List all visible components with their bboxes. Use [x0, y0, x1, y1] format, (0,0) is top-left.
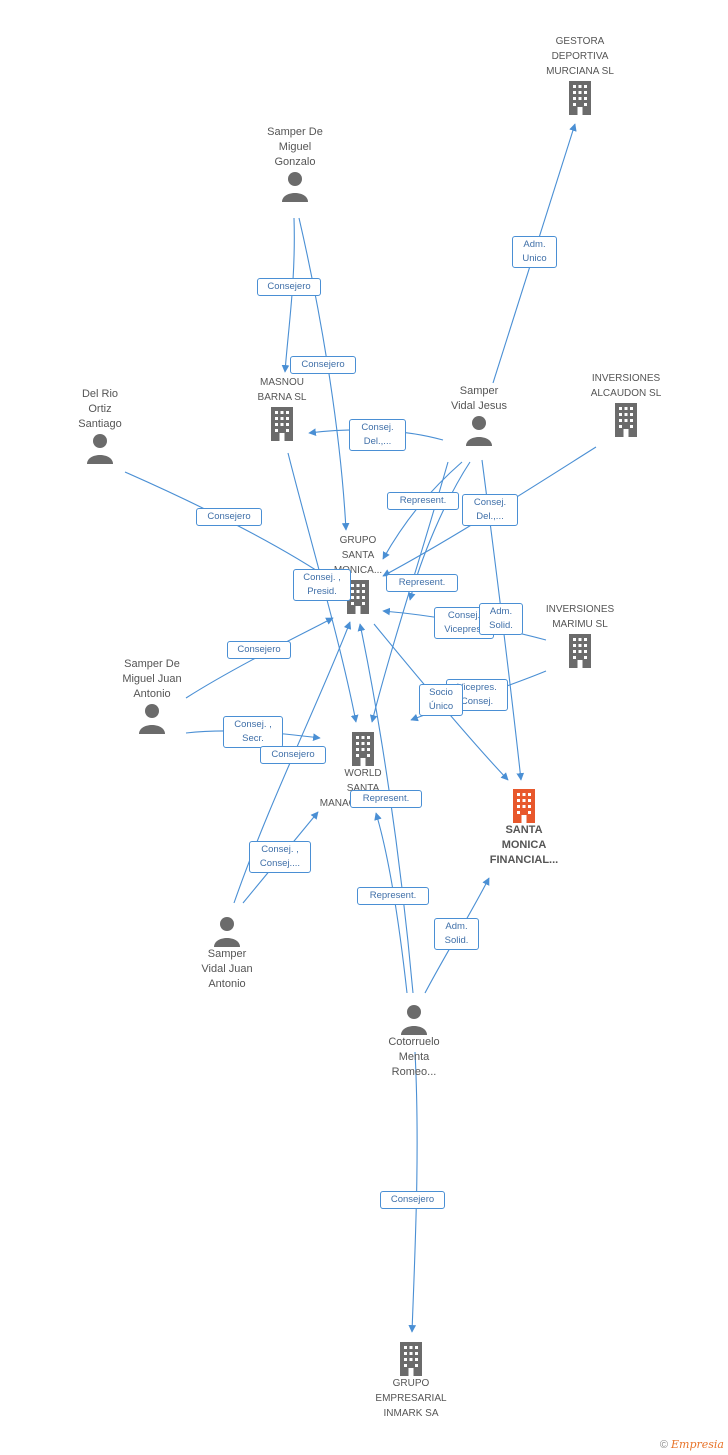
- node-label: GRUPO EMPRESARIAL INMARK SA: [375, 1378, 447, 1419]
- edge-label-consej-secr[interactable]: Consej. , Secr.: [223, 716, 283, 748]
- node-label: Samper De Miguel Juan Antonio: [122, 658, 182, 700]
- node-samper-vidal-juan[interactable]: Samper Vidal Juan Antonio: [184, 915, 270, 992]
- edge-label-consej-del[interactable]: Consej. Del.,...: [349, 419, 406, 451]
- link-delrio-grupo: [124, 471, 335, 583]
- brand-logo[interactable]: Empresia: [671, 1438, 724, 1451]
- node-label: MASNOU BARNA SL: [257, 377, 307, 403]
- node-label: Cotorruelo Menta Romeo...: [388, 1036, 440, 1078]
- edge-label-adm-solid[interactable]: Adm. Solid.: [479, 603, 523, 635]
- footer-branding: © Empresia: [660, 1438, 724, 1451]
- person-icon: [466, 416, 492, 446]
- copyright-icon: ©: [659, 1439, 668, 1451]
- edge-label-represent[interactable]: Represent.: [386, 574, 458, 592]
- edge-label-consejero[interactable]: Consejero: [257, 278, 321, 296]
- edge-label-consej-del[interactable]: Consej. Del.,...: [462, 494, 518, 526]
- building-icon: [271, 407, 293, 441]
- node-gestora[interactable]: GESTORA DEPORTIVA MURCIANA SL: [534, 34, 626, 115]
- node-label: INVERSIONES ALCAUDON SL: [590, 373, 662, 399]
- node-cotorruelo[interactable]: Cotorruelo Menta Romeo...: [372, 1003, 456, 1080]
- edge-label-consej-consej[interactable]: Consej. , Consej....: [249, 841, 311, 873]
- node-masnou[interactable]: MASNOU BARNA SL: [240, 375, 324, 441]
- node-label: INVERSIONES MARIMU SL: [545, 604, 615, 630]
- node-label: GRUPO SANTA MONICA...: [333, 535, 383, 576]
- edge-label-consejero[interactable]: Consejero: [227, 641, 291, 659]
- link-gonzalo-masnou: [281, 217, 295, 373]
- node-del-rio[interactable]: Del Rio Ortiz Santiago: [62, 387, 138, 464]
- person-icon: [87, 434, 113, 464]
- node-marimu[interactable]: INVERSIONES MARIMU SL: [532, 602, 628, 668]
- building-icon: [347, 580, 369, 614]
- building-icon: [569, 81, 591, 115]
- edge-label-adm-solid[interactable]: Adm. Solid.: [434, 918, 479, 950]
- edge-label-consejero[interactable]: Consejero: [260, 746, 326, 764]
- edge-label-adm-unico[interactable]: Adm. Unico: [512, 236, 557, 268]
- building-icon: [400, 1342, 422, 1376]
- building-icon: [352, 732, 374, 766]
- edge-label-represent[interactable]: Represent.: [387, 492, 459, 510]
- person-icon: [139, 704, 165, 734]
- node-label: GESTORA DEPORTIVA MURCIANA SL: [546, 36, 614, 77]
- node-label: Samper Vidal Jesus: [450, 385, 508, 412]
- person-icon: [401, 1005, 427, 1035]
- link-jesus-grupo-1: [382, 461, 463, 560]
- edge-label-represent[interactable]: Represent.: [350, 790, 422, 808]
- edge-label-consejero[interactable]: Consejero: [380, 1191, 445, 1209]
- edge-label-consejero[interactable]: Consejero: [290, 356, 356, 374]
- person-icon: [282, 172, 308, 202]
- edge-label-represent[interactable]: Represent.: [357, 887, 429, 905]
- node-label: Samper Vidal Juan Antonio: [201, 948, 253, 990]
- node-inmark[interactable]: GRUPO EMPRESARIAL INMARK SA: [364, 1340, 458, 1421]
- edge-label-consejero[interactable]: Consejero: [196, 508, 262, 526]
- node-samper-vidal-jesus[interactable]: Samper Vidal Jesus: [433, 384, 525, 446]
- building-icon: [513, 789, 535, 823]
- building-icon: [615, 403, 637, 437]
- node-grupo-santa[interactable]: GRUPO SANTA MONICA...: [322, 533, 394, 614]
- node-samper-miguel-juan[interactable]: Samper De Miguel Juan Antonio: [106, 657, 198, 734]
- edge-label-consej-presid[interactable]: Consej. , Presid.: [293, 569, 351, 601]
- node-label: SANTA MONICA FINANCIAL...: [489, 824, 559, 866]
- person-icon: [214, 917, 240, 947]
- edge-label-socio-unico[interactable]: Socio Único: [419, 684, 463, 716]
- node-samper-miguel-gonzalo[interactable]: Samper De Miguel Gonzalo: [247, 125, 343, 202]
- link-gonzalo-grupo: [298, 217, 350, 531]
- node-santa-monica-financial[interactable]: SANTA MONICA FINANCIAL...: [480, 787, 568, 868]
- node-label: Del Rio Ortiz Santiago: [78, 388, 122, 430]
- node-label: Samper De Miguel Gonzalo: [267, 126, 323, 168]
- building-icon: [569, 634, 591, 668]
- node-alcaudon[interactable]: INVERSIONES ALCAUDON SL: [578, 371, 674, 437]
